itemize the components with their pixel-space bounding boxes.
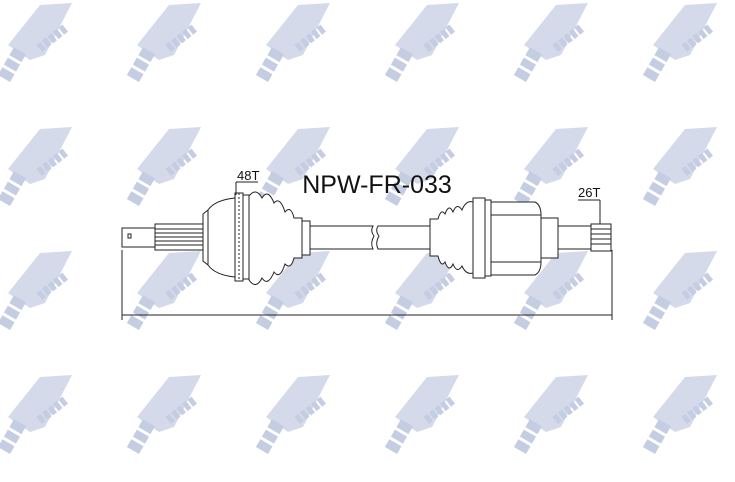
ajs-parts-watermark [384,375,459,454]
ajs-parts-watermark [0,127,72,206]
ajs-parts-watermark [642,375,717,454]
ajs-parts-watermark [255,3,330,82]
ajs-parts-watermark [384,127,459,206]
inner-spline-count-label: 26T [578,185,600,200]
ajs-parts-watermark [513,375,588,454]
ajs-parts-watermark [513,251,588,330]
intermediate-shaft [309,225,433,250]
ajs-parts-watermark [126,3,201,82]
outer-stub-shaft [121,223,204,251]
ajs-parts-watermark [642,3,717,82]
inner-cv-boot [429,201,474,274]
ajs-parts-watermark [384,3,459,82]
outer-cv-boot [248,191,303,285]
ajs-parts-watermark [126,251,201,330]
ajs-parts-watermark [255,375,330,454]
ajs-parts-watermark [642,251,717,330]
part-number-title: NPW-FR-033 [302,171,452,199]
inner-stub-shaft [557,223,612,252]
inner-cv-joint [472,197,559,279]
ajs-parts-watermark [513,3,588,82]
ajs-parts-watermark [0,375,72,454]
ajs-parts-watermark [126,375,201,454]
ajs-parts-watermark [642,127,717,206]
ajs-parts-watermark [126,127,201,206]
length-dimension [121,250,613,320]
abs-ring [234,192,250,282]
ajs-parts-watermark [255,251,330,330]
ajs-parts-watermark [0,3,72,82]
ajs-parts-watermark [384,251,459,330]
ajs-parts-watermark [0,251,72,330]
outer-spline-count-label: 48T [237,168,259,183]
